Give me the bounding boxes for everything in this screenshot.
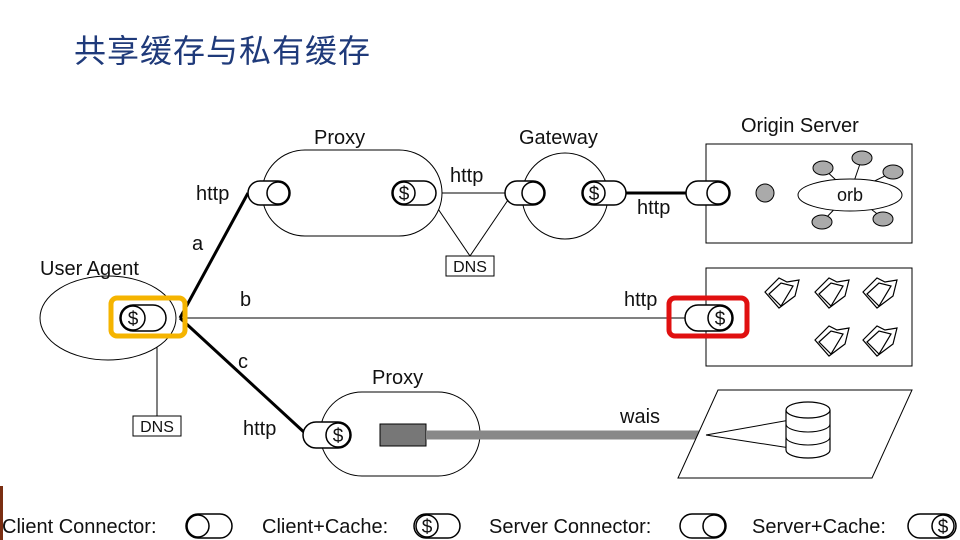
path-label-c: c	[238, 351, 248, 373]
proxy-top-server-connector	[247, 180, 291, 206]
path-label-a: a	[192, 233, 204, 255]
gateway-client-cache-connector: $	[581, 180, 627, 206]
http-label-proxy-gateway: http	[450, 165, 483, 187]
http-label-proxy-top-left: http	[196, 183, 229, 205]
origin-server-label: Origin Server	[741, 115, 859, 137]
dns-box-proxy	[445, 255, 495, 277]
legend-server-cache-label: Server+Cache:	[752, 516, 886, 538]
edge-c	[178, 316, 308, 436]
proxy-bottom-cache-symbol: $	[333, 426, 344, 447]
left-accent-bar	[0, 486, 3, 540]
orb-label: orb	[837, 185, 863, 205]
proxy-top-label: Proxy	[314, 127, 365, 149]
wais-beam-b	[705, 434, 791, 449]
client-cache-highlight	[108, 295, 188, 339]
origin-server-connector	[685, 180, 731, 206]
origin-node-dot	[755, 183, 775, 203]
legend-client-connector-label: Client Connector:	[2, 516, 157, 538]
orb-node	[797, 178, 903, 212]
user-agent-client-cache-connector: $	[119, 304, 167, 332]
legend-client-cache-label: Client+Cache:	[262, 516, 388, 538]
file-folder-icons	[764, 277, 898, 357]
legend-server-connector-icon	[679, 513, 727, 539]
dns-label-useragent: DNS	[140, 419, 174, 436]
file-server-cache-connector: $	[684, 304, 734, 332]
edge-a	[178, 192, 250, 319]
gateway-cache-symbol: $	[589, 184, 600, 205]
orb-satellite-nodes	[811, 150, 904, 230]
gateway-server-connector	[504, 180, 546, 206]
folder-icon	[862, 325, 898, 357]
folder-icon	[862, 277, 898, 309]
wais-beam-a	[705, 419, 791, 436]
http-label-gateway-origin: http	[637, 197, 670, 219]
proxy-bottom-label: Proxy	[372, 367, 423, 389]
user-agent-cache-symbol: $	[128, 309, 139, 330]
wais-label: wais	[619, 406, 660, 428]
proxy-bottom-cache-connector: $	[302, 421, 352, 449]
legend: Client Connector: Client+Cache: $ Server…	[2, 513, 957, 539]
legend-client-cache-symbol: $	[422, 517, 433, 538]
wais-client-block	[379, 423, 427, 447]
folder-icon	[814, 325, 850, 357]
edge-dns-gateway	[469, 199, 509, 257]
user-agent-label: User Agent	[40, 258, 139, 280]
legend-server-cache-icon: $	[907, 513, 957, 539]
slide-title: 共享缓存与私有缓存	[74, 32, 372, 70]
legend-client-cache-icon: $	[413, 513, 461, 539]
database-icon	[785, 401, 831, 459]
http-label-proxy-bottom: http	[243, 418, 276, 440]
dns-label-proxy: DNS	[453, 259, 487, 276]
legend-server-cache-symbol: $	[938, 517, 949, 538]
proxy-top-cache-symbol: $	[399, 184, 410, 205]
folder-icon	[764, 277, 800, 309]
proxy-top-client-cache-connector: $	[391, 180, 437, 206]
path-label-b: b	[240, 289, 251, 311]
folder-icon	[814, 277, 850, 309]
dns-box-useragent	[132, 415, 182, 437]
gateway-label: Gateway	[519, 127, 598, 149]
legend-server-connector-label: Server Connector:	[489, 516, 651, 538]
legend-client-connector-icon	[185, 513, 233, 539]
server-cache-highlight	[666, 295, 750, 339]
file-server-cache-symbol: $	[715, 309, 726, 330]
http-label-file-server: http	[624, 289, 657, 311]
